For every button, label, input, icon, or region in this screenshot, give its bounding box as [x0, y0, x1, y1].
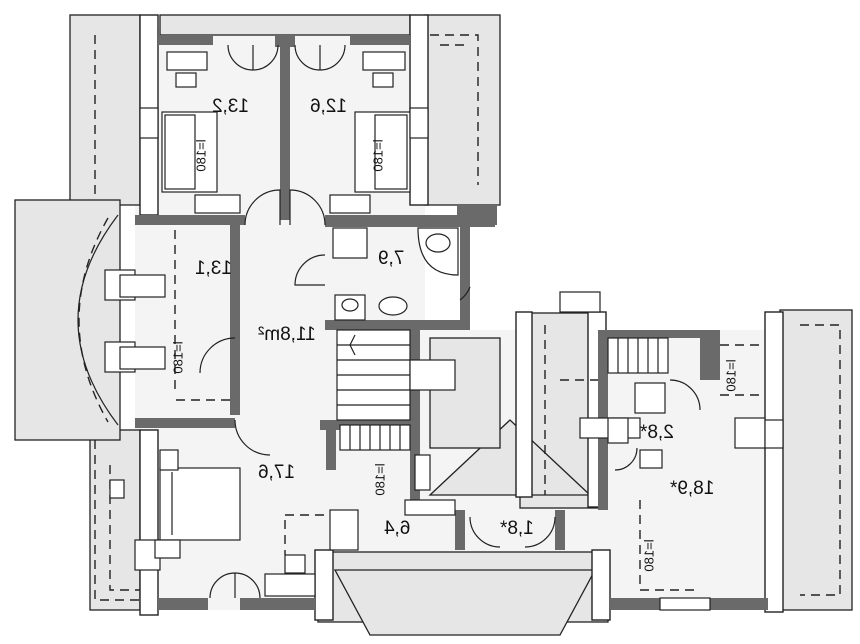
- bed-label: l=180: [723, 359, 739, 392]
- room-area-bedroom-left: 13,1: [195, 258, 232, 279]
- bed-top-left: [161, 111, 218, 193]
- bed-label: l=180: [370, 139, 386, 172]
- wall-left-lower: [139, 429, 159, 616]
- room-area-bedroom-master: 17,6: [258, 462, 295, 483]
- roof-top-mid: [159, 14, 411, 36]
- roof-right-top: [424, 14, 501, 206]
- roof-valley: [428, 419, 592, 496]
- stairs-main: [336, 329, 411, 421]
- roof-left-mid: [14, 199, 121, 441]
- roof-left-bottom: [89, 429, 141, 611]
- stairs-right: [559, 291, 669, 374]
- bed-label: l=180: [372, 463, 388, 496]
- bed-label: l=180: [641, 539, 657, 572]
- bathroom-fixtures: [332, 227, 459, 321]
- room-area-wc: 2,8*: [640, 422, 674, 443]
- room-area-storage: 1,8*: [500, 518, 534, 539]
- room-area-bedroom-top-left: 13,2: [212, 96, 249, 117]
- bed-label: l=180: [193, 139, 209, 172]
- room-area-bedroom-right: 18,9*: [670, 478, 715, 499]
- room-area-dressing: 6,4: [384, 518, 411, 539]
- room-area-bedroom-top-center: 12,6: [310, 96, 347, 117]
- bed-master: [159, 467, 241, 541]
- roof-right-far: [779, 309, 853, 611]
- roof-stair-block: [429, 337, 501, 449]
- wall-right-far: [764, 311, 784, 613]
- bay-window: [77, 214, 119, 426]
- bed-label: l=180: [170, 341, 186, 374]
- bed-top-center: [354, 111, 411, 193]
- roof-bottom-hip: [333, 569, 597, 636]
- roof-left-top: [69, 14, 141, 206]
- room-area-hall: 11,8m²: [258, 324, 316, 345]
- room-area-bathroom: 7,9: [378, 248, 405, 269]
- stairs-small: [339, 424, 411, 451]
